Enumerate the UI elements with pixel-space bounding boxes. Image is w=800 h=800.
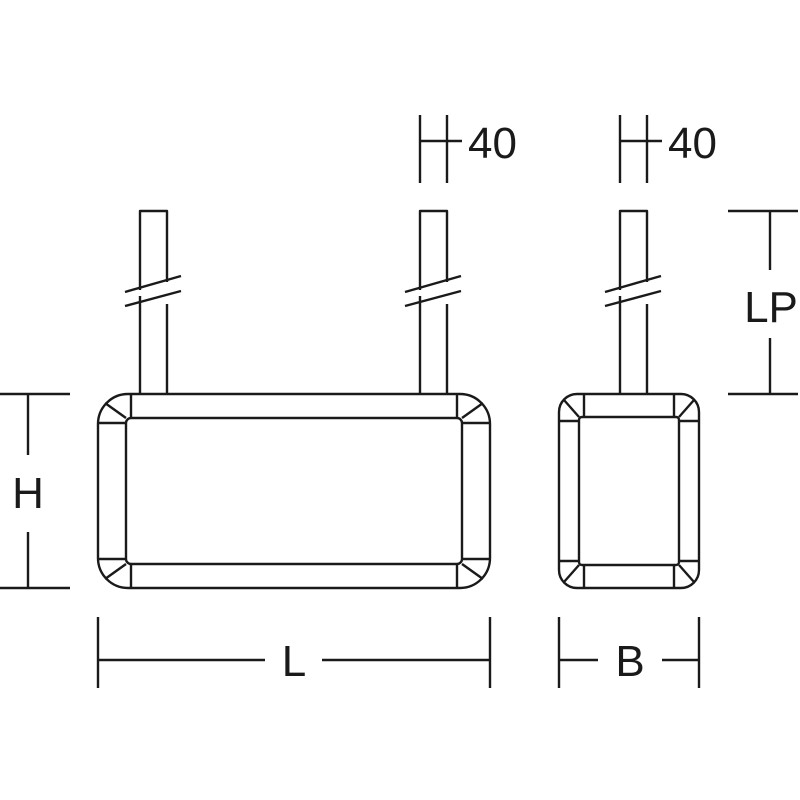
side-body-outline: [557, 392, 701, 590]
front-body-outline: [96, 392, 492, 590]
front-view: [96, 115, 492, 590]
side-body-inner-panel: [577, 415, 681, 567]
dimension-lines: [0, 392, 701, 688]
side-corner-bevel: [563, 399, 580, 418]
break-mark: [124, 289, 182, 308]
label-wire-diameter-side: 40: [668, 119, 717, 168]
width-dimension: [557, 617, 701, 688]
front-corner-bevel: [104, 402, 127, 419]
label-wire-diameter-front: 40: [468, 119, 517, 168]
side-corner-bevel: [678, 564, 695, 583]
break-mark: [404, 274, 462, 294]
break-mark: [124, 274, 182, 294]
front-corner-bevel: [104, 563, 127, 580]
dimension-labels: 40 40 LP H L B: [12, 119, 798, 686]
side-corner-bevel: [563, 564, 580, 583]
height-dimension: [0, 392, 70, 590]
label-width: B: [615, 637, 644, 686]
break-mark: [604, 289, 662, 308]
side-wire-diameter-dimension: [618, 115, 662, 183]
front-lead-wire-right: [404, 209, 462, 394]
label-lead-length: LP: [744, 283, 798, 332]
length-dimension: [96, 617, 492, 688]
break-mark: [604, 274, 662, 294]
front-corner-bevel: [461, 563, 484, 580]
label-height: H: [12, 469, 44, 518]
front-lead-wire-left: [124, 209, 182, 394]
front-body-inner-panel: [124, 416, 464, 566]
front-wire-diameter-dimension: [418, 115, 462, 183]
side-lead-wire: [604, 209, 662, 394]
side-corner-bevel: [678, 399, 695, 418]
side-view: [557, 115, 798, 590]
front-corner-bevel: [461, 402, 484, 419]
label-length: L: [282, 637, 306, 686]
break-mark: [404, 289, 462, 308]
lead-length-dimension: [728, 209, 798, 396]
